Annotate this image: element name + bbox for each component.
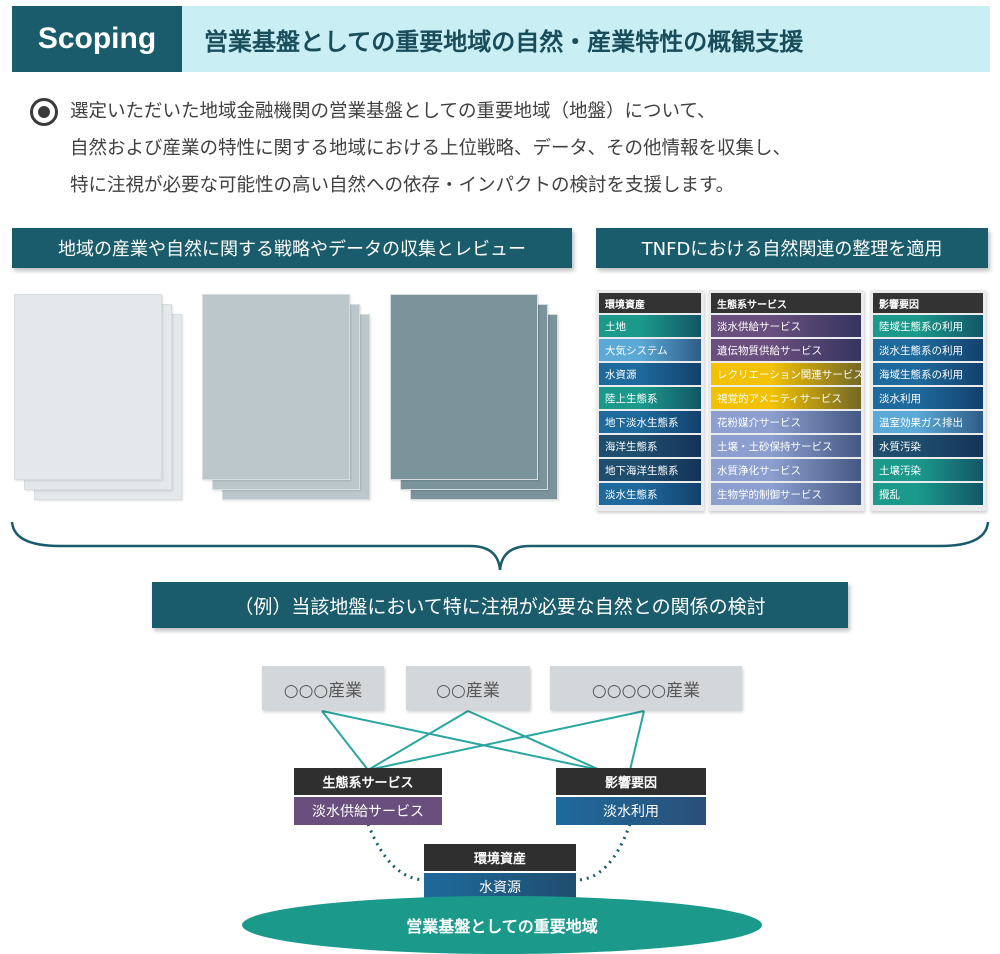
page-title: 営業基盤としての重要地域の自然・産業特性の概観支援 [182,6,990,72]
tnfd-cell: 土壌汚染 [873,459,983,481]
link-line-c [367,710,469,771]
link-line-e [367,710,645,771]
document-stack-3 [390,294,560,504]
section-bar-data-review: 地域の産業や自然に関する戦略やデータの収集とレビュー [12,228,572,268]
tnfd-cell: 水資源 [599,363,701,385]
dotted-link-left [366,823,427,882]
tnfd-cell: 陸上生態系 [599,387,701,409]
environmental-asset-header: 環境資産 [424,844,576,871]
intro-line-3: 特に注視が必要な可能性の高い自然への依存・インパクトの検討を支援します。 [70,175,735,196]
intro-line-1: 選定いただいた地域金融機関の営業基盤としての重要地域（地盤）について、 [70,101,716,122]
tnfd-column-header: 環境資産 [599,293,701,313]
tnfd-cell: 水質浄化サービス [711,459,861,481]
document-stack-2 [202,294,372,504]
impact-driver-header: 影響要因 [556,768,706,795]
industry-box-2: ○○産業 [406,666,530,710]
dotted-link-right [575,823,632,882]
document-sheet [202,294,350,480]
tnfd-cell: 土地 [599,315,701,337]
intro-line-2: 自然および産業の特性に関する地域における上位戦略、データ、その他情報を収集し、 [70,138,791,159]
tnfd-cell: 温室効果ガス排出 [873,411,983,433]
impact-driver-value: 淡水利用 [556,797,706,825]
tnfd-cell: 淡水生態系 [599,483,701,505]
tnfd-cell: 生物学的制御サービス [711,483,861,505]
tnfd-cell: 土壌・土砂保持サービス [711,435,861,457]
section-bar-example: （例）当該地盤において特に注視が必要な自然との関係の検討 [152,582,848,628]
tnfd-column-2: 生態系サービス淡水供給サービス遺伝物質供給サービスレクリエーション関連サービス視… [708,290,864,511]
link-line-f [629,710,645,771]
tnfd-cell: 花粉媒介サービス [711,411,861,433]
tnfd-column-3: 影響要因陸域生態系の利用淡水生態系の利用海域生態系の利用淡水利用温室効果ガス排出… [870,290,986,511]
intro-text: 選定いただいた地域金融機関の営業基盤としての重要地域（地盤）について、 自然およ… [70,93,970,204]
tnfd-cell: 地下海洋生態系 [599,459,701,481]
tnfd-cell: 海域生態系の利用 [873,363,983,385]
brace-icon [10,521,990,571]
tnfd-cell: 淡水利用 [873,387,983,409]
tnfd-cell: 水質汚染 [873,435,983,457]
tnfd-cell: 視覚的アメニティサービス [711,387,861,409]
industry-box-3: ○○○○○産業 [550,666,742,710]
document-sheet [14,294,162,480]
tnfd-cell: 遺伝物質供給サービス [711,339,861,361]
tnfd-column-1: 環境資産土地大気システム水資源陸上生態系地下淡水生態系海洋生態系地下海洋生態系淡… [596,290,704,511]
tnfd-cell: 淡水生態系の利用 [873,339,983,361]
ecosystem-service-value: 淡水供給サービス [294,797,442,825]
industry-box-1: ○○○産業 [262,666,384,710]
radio-bullet-icon [30,98,58,126]
section-bar-tnfd: TNFDにおける自然関連の整理を適用 [596,228,988,268]
tnfd-cell: 海洋生態系 [599,435,701,457]
tnfd-cell: 大気システム [599,339,701,361]
tnfd-cell: 陸域生態系の利用 [873,315,983,337]
document-stack-1 [14,294,184,504]
tnfd-cell: レクリエーション関連サービス [711,363,861,385]
link-line-d [467,710,601,771]
ecosystem-service-header: 生態系サービス [294,768,442,795]
document-sheet [390,294,538,480]
tnfd-column-header: 影響要因 [873,293,983,313]
link-line-b [321,710,601,771]
link-line-a [321,710,369,771]
scoping-tag: Scoping [12,6,182,72]
tnfd-column-header: 生態系サービス [711,293,861,313]
tnfd-cell: 地下淡水生態系 [599,411,701,433]
tnfd-cell: 攪乱 [873,483,983,505]
tnfd-cell: 淡水供給サービス [711,315,861,337]
key-region-ellipse: 営業基盤としての重要地域 [242,896,762,954]
